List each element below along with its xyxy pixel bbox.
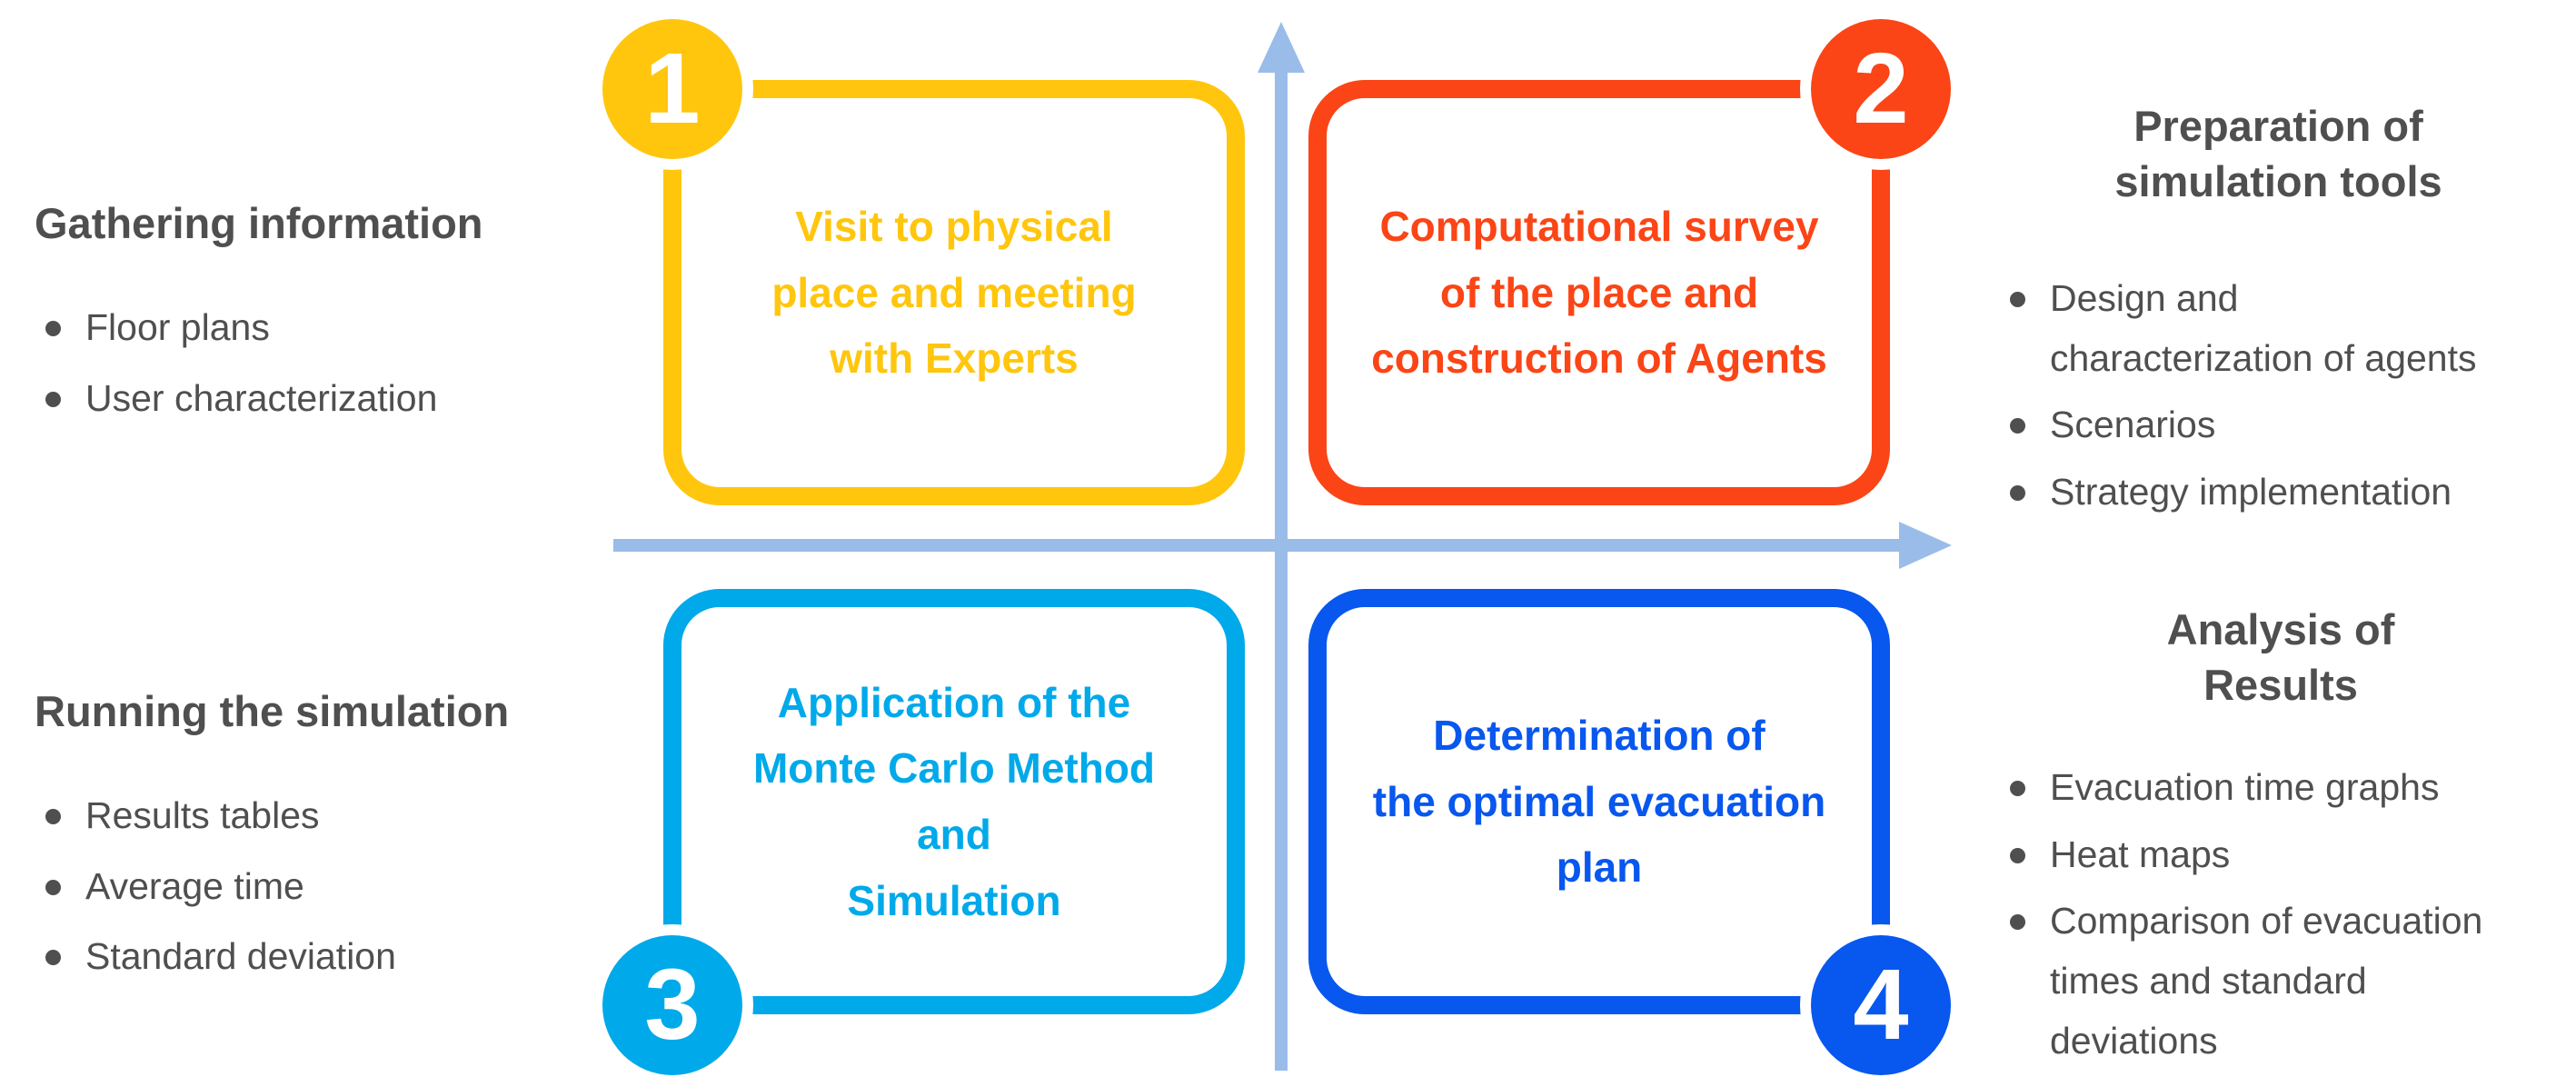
panel-gathering-information: Gathering information Floor plans User c… (35, 195, 616, 439)
bullet-item-text: User characterization (85, 376, 438, 419)
bullet-dot-icon (45, 809, 61, 825)
panel-title: Gathering information (35, 199, 483, 247)
step-box-2-label: Computational survey of the place and co… (1371, 202, 1827, 383)
panel-preparation-of-simulation-tools: Preparation of simulation tools Design a… (1999, 98, 2558, 530)
step-badge-3: 3 (602, 935, 742, 1075)
bullet-list: Floor plans User characterization (35, 298, 616, 428)
step-badge-1: 1 (602, 19, 742, 159)
bullet-item-text: Floor plans (85, 306, 270, 349)
up-arrowhead-icon (1258, 22, 1305, 73)
bullet-item-text: Results tables (85, 794, 320, 837)
bullet-item: Heat maps (2004, 825, 2562, 885)
step-box-3-label: Application of the Monte Carlo Method an… (752, 678, 1156, 924)
step-box-3: Application of the Monte Carlo Method an… (663, 589, 1245, 1014)
bullet-item: Average time (40, 857, 616, 917)
bullet-item: Floor plans (40, 298, 616, 358)
bullet-dot-icon (2010, 292, 2025, 308)
step-box-4-label: Determination of the optimal evacuation … (1372, 711, 1826, 892)
bullet-item-text: Average time (85, 864, 304, 907)
step-badge-2: 2 (1811, 19, 1951, 159)
bullet-list: Results tables Average time Standard dev… (35, 786, 616, 987)
bullet-item: Evacuation time graphs (2004, 758, 2562, 818)
bullet-item-text: Heat maps (2050, 833, 2231, 875)
vertical-axis (1275, 64, 1288, 1071)
bullet-list: Evacuation time graphs Heat maps Compari… (1999, 758, 2562, 1071)
bullet-item: Results tables (40, 786, 616, 846)
step-box-4: Determination of the optimal evacuation … (1308, 589, 1890, 1014)
bullet-item-text: Standard deviation (85, 935, 396, 978)
bullet-list: Design and characterization of agents Sc… (1999, 269, 2558, 522)
bullet-dot-icon (45, 321, 61, 337)
step-box-1: Visit to physical place and meeting with… (663, 80, 1245, 505)
bullet-dot-icon (2010, 847, 2025, 863)
bullet-item-text: Design and characterization of agents (2050, 277, 2477, 379)
panel-title: Preparation of simulation tools (2114, 102, 2442, 206)
bullet-dot-icon (2010, 484, 2025, 501)
bullet-item: Comparison of evacuation times and stand… (2004, 892, 2562, 1071)
bullet-item: User characterization (40, 369, 616, 429)
bullet-dot-icon (2010, 781, 2025, 797)
bullet-item-text: Comparison of evacuation times and stand… (2050, 900, 2483, 1062)
bullet-item: Standard deviation (40, 927, 616, 987)
bullet-dot-icon (45, 879, 61, 895)
horizontal-axis (613, 539, 1900, 552)
bullet-item-text: Strategy implementation (2050, 470, 2452, 513)
bullet-item-text: Evacuation time graphs (2050, 766, 2440, 809)
step-box-1-label: Visit to physical place and meeting with… (771, 202, 1137, 383)
bullet-item: Strategy implementation (2004, 463, 2558, 523)
bullet-item: Scenarios (2004, 395, 2558, 455)
step-box-2: Computational survey of the place and co… (1308, 80, 1890, 505)
bullet-dot-icon (45, 391, 61, 407)
bullet-item-text: Scenarios (2050, 404, 2216, 446)
step-badge-4: 4 (1811, 935, 1951, 1075)
bullet-dot-icon (2010, 914, 2025, 931)
bullet-dot-icon (2010, 418, 2025, 434)
right-arrowhead-icon (1899, 522, 1952, 569)
panel-analysis-of-results: Analysis of Results Evacuation time grap… (1999, 602, 2562, 1078)
bullet-dot-icon (45, 950, 61, 966)
panel-title: Analysis of Results (2166, 605, 2395, 710)
panel-title: Running the simulation (35, 687, 510, 735)
panel-running-the-simulation: Running the simulation Results tables Av… (35, 683, 616, 998)
bullet-item: Design and characterization of agents (2004, 269, 2558, 388)
